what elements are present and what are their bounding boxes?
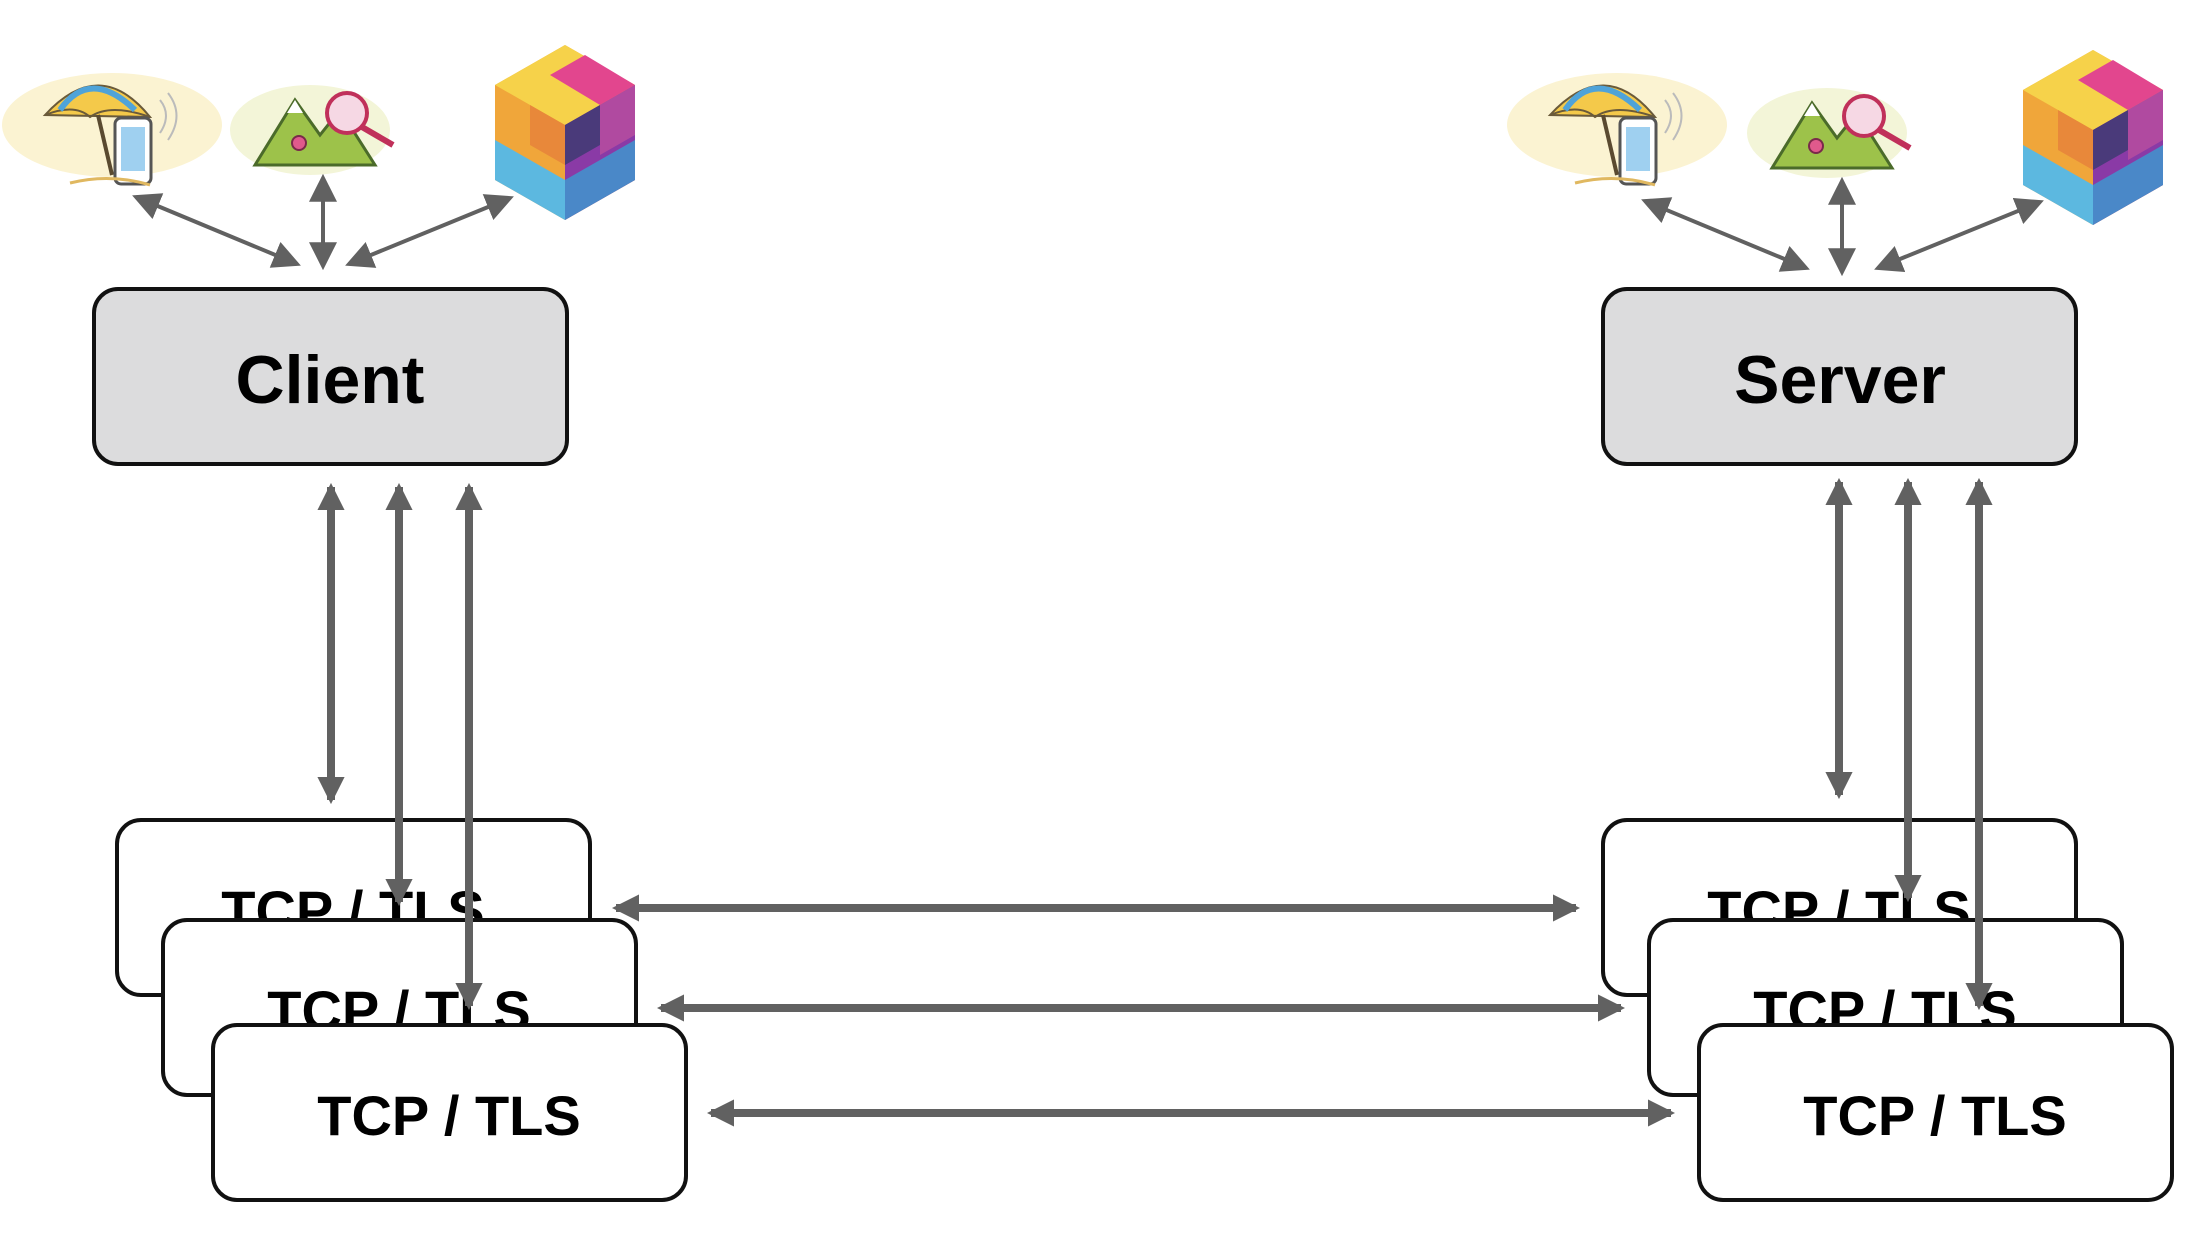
server-label: Server [1734, 342, 1946, 418]
server-side: Server TCP / TLS TCP / TLS TCP / TLS [1507, 50, 2174, 1202]
server-icon-arrow-1 [1641, 197, 1810, 272]
server-box [1601, 287, 2078, 466]
client-label: Client [236, 342, 425, 418]
client-map-search-icon [230, 85, 395, 175]
client-icon-arrow-1 [132, 193, 301, 268]
client-beach-phone-icon [2, 73, 222, 187]
server-map-search-icon [1747, 88, 1912, 178]
connection-arrows [611, 894, 1676, 1127]
server-icon-arrow-3 [1874, 198, 2044, 272]
client-side: Client TCP / TLS TCP / TLS TCP / TLS [2, 45, 688, 1202]
client-box [92, 287, 569, 466]
client-connection-3: TCP / TLS [211, 1023, 688, 1202]
client-icon-arrow-3 [345, 194, 514, 268]
client-connection-3-label: TCP / TLS [317, 1084, 580, 1147]
client-cube-stack-icon [495, 45, 635, 220]
server-connection-3-label: TCP / TLS [1803, 1084, 2066, 1147]
server-connection-3: TCP / TLS [1697, 1023, 2174, 1202]
server-cube-stack-icon [2023, 50, 2163, 225]
server-beach-phone-icon [1507, 73, 1727, 187]
